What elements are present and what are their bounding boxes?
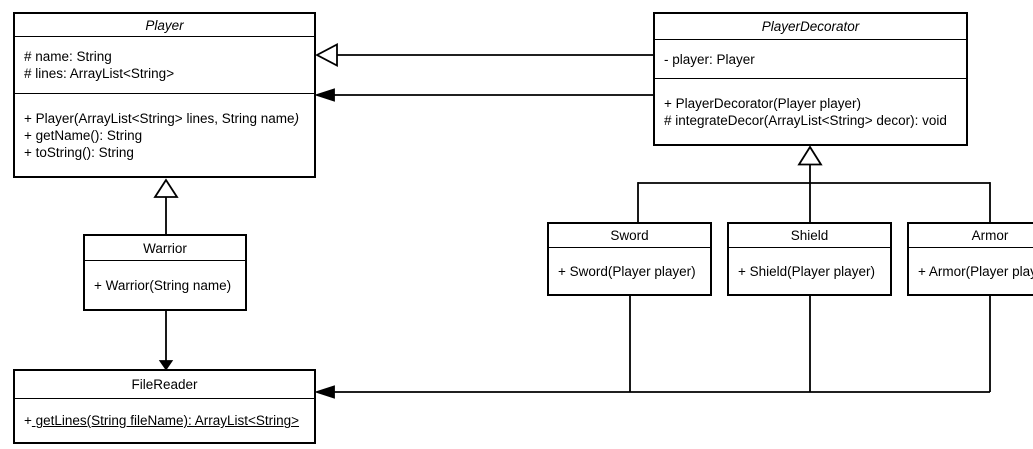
method-visibility: +: [24, 413, 32, 428]
rel-warrior-extends-player: [153, 178, 179, 234]
method-text-italic-paren: ): [294, 110, 300, 126]
rel-decorators-use-filereader: [314, 296, 991, 399]
class-methods-armor: + Armor(Player player): [909, 248, 1033, 294]
class-box-playerdecorator: PlayerDecorator - player: Player + Playe…: [653, 12, 968, 146]
rel-warrior-uses-filereader: [158, 311, 174, 371]
class-attributes-player: # name: String # lines: ArrayList<String…: [15, 37, 314, 94]
class-title-player: Player: [15, 14, 314, 37]
method-line: # integrateDecor(ArrayList<String> decor…: [664, 112, 947, 128]
method-line: + Sword(Player player): [558, 263, 696, 279]
rel-playerdecorator-references-player: [314, 88, 653, 102]
class-title-filereader: FileReader: [15, 371, 314, 399]
method-text-static-underlined: getLines(String fileName): ArrayList<Str…: [31, 413, 300, 428]
class-methods-shield: + Shield(Player player): [729, 248, 890, 294]
method-line: + Armor(Player player): [918, 263, 1033, 279]
class-box-player: Player # name: String # lines: ArrayList…: [13, 12, 316, 178]
attribute-line: # name: String: [24, 49, 112, 64]
method-line: + getName(): String: [24, 127, 143, 143]
method-line: + PlayerDecorator(Player player): [664, 95, 861, 111]
method-text: + Player(ArrayList<String> lines, String…: [24, 110, 295, 126]
method-line: + toString(): String: [24, 144, 134, 160]
class-title-armor: Armor: [909, 224, 1033, 248]
method-line: + getLines(String fileName): ArrayList<S…: [24, 412, 314, 429]
class-methods-filereader: + getLines(String fileName): ArrayList<S…: [15, 399, 314, 442]
method-line: + Player(ArrayList<String> lines, String…: [24, 110, 314, 127]
hollow-triangle-arrowhead: [153, 178, 179, 198]
attribute-line: # lines: ArrayList<String>: [24, 66, 175, 81]
class-title-warrior: Warrior: [85, 236, 245, 261]
class-attributes-playerdecorator: - player: Player: [655, 40, 966, 79]
method-line: + Shield(Player player): [738, 263, 875, 279]
class-methods-player: + Player(ArrayList<String> lines, String…: [15, 94, 314, 176]
class-box-sword: Sword + Sword(Player player): [547, 222, 712, 296]
solid-arrowhead: [158, 360, 174, 371]
class-title-playerdecorator: PlayerDecorator: [655, 14, 966, 40]
class-methods-playerdecorator: + PlayerDecorator(Player player) # integ…: [655, 79, 966, 144]
hollow-triangle-arrowhead: [315, 43, 338, 67]
class-title-sword: Sword: [549, 224, 710, 248]
rel-decorators-extend-playerdecorator: [637, 145, 991, 222]
class-box-armor: Armor + Armor(Player player): [907, 222, 1033, 296]
hollow-triangle-arrowhead: [797, 145, 823, 166]
class-methods-sword: + Sword(Player player): [549, 248, 710, 294]
class-title-shield: Shield: [729, 224, 890, 248]
class-box-shield: Shield + Shield(Player player): [727, 222, 892, 296]
class-methods-warrior: + Warrior(String name): [85, 261, 245, 309]
method-line: + Warrior(String name): [94, 277, 232, 293]
solid-arrowhead: [314, 88, 335, 102]
class-box-filereader: FileReader + getLines(String fileName): …: [13, 369, 316, 444]
class-box-warrior: Warrior + Warrior(String name): [83, 234, 247, 311]
attribute-line: - player: Player: [664, 51, 755, 67]
solid-arrowhead: [314, 385, 335, 399]
rel-playerdecorator-extends-player: [315, 43, 653, 67]
